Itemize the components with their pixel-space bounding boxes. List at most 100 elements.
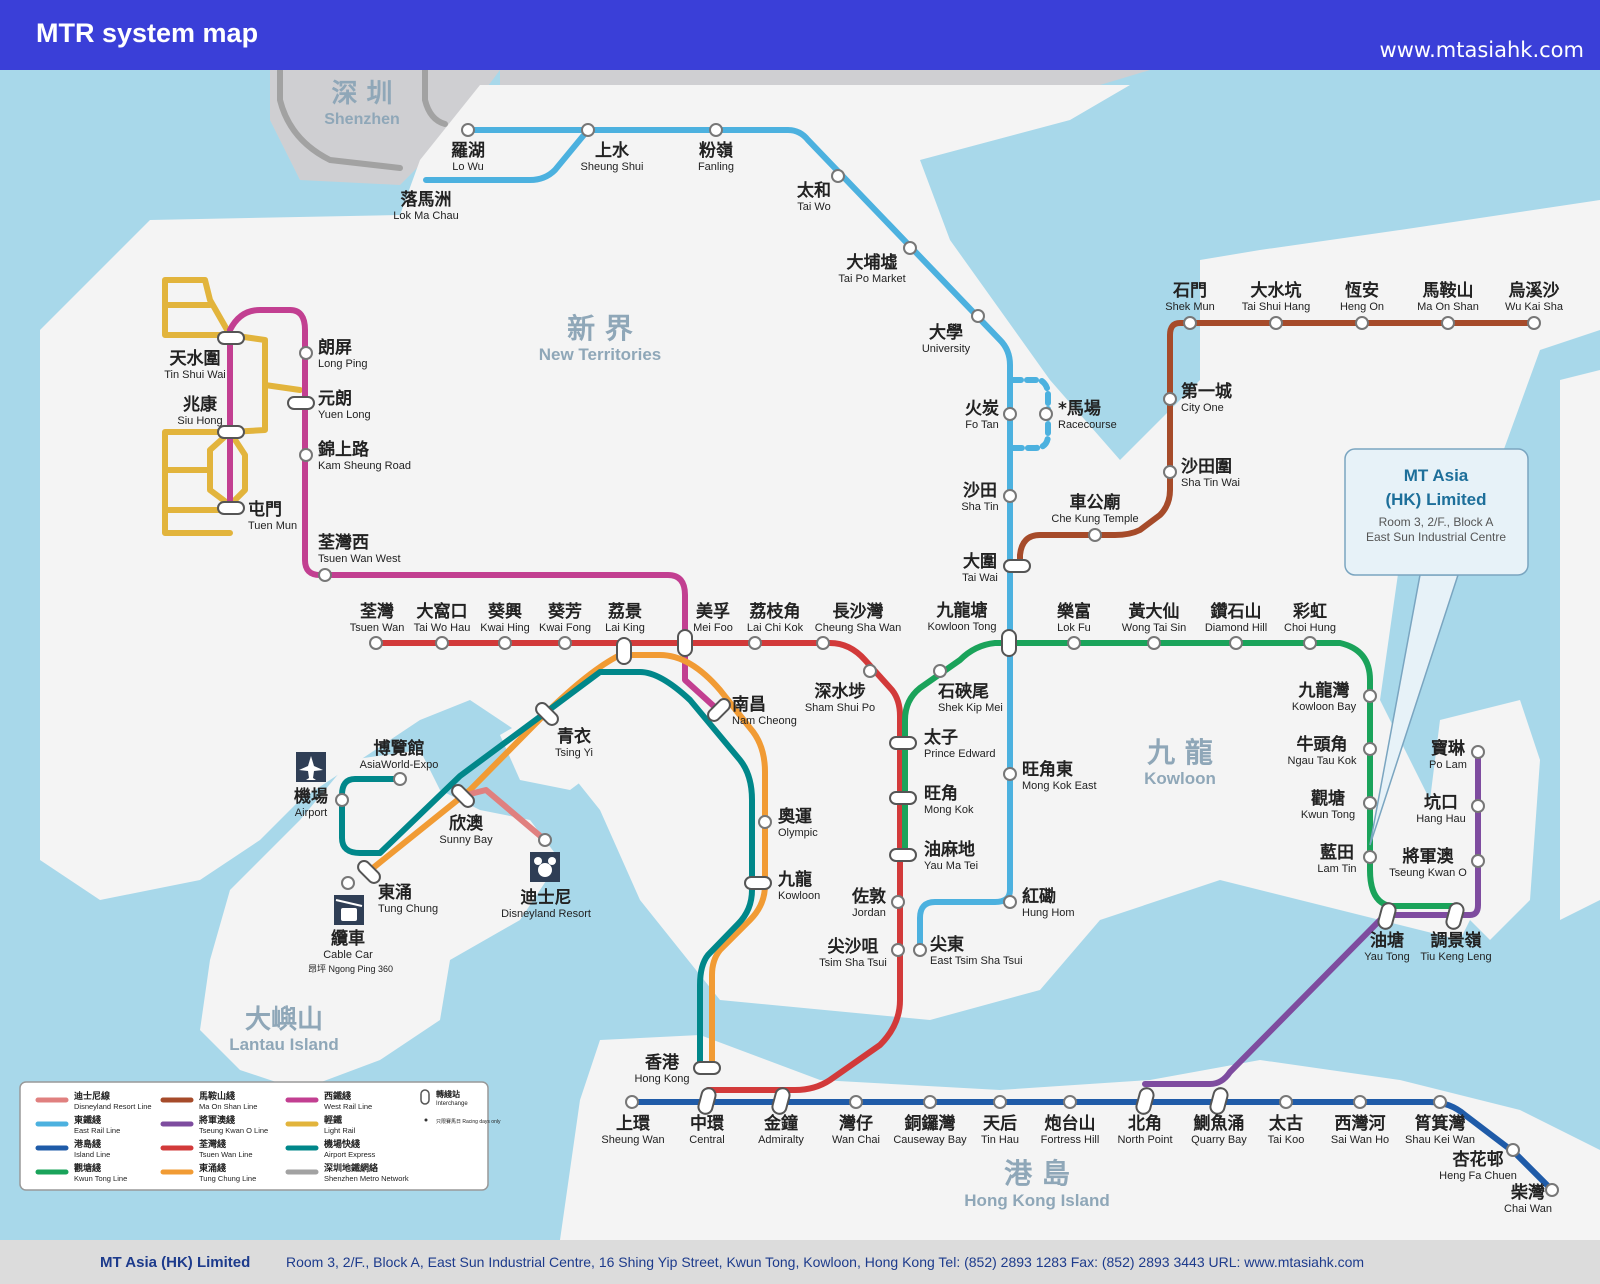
- station-dot-lok-fu[interactable]: [1067, 636, 1081, 650]
- station-dot-tai-wo[interactable]: [831, 169, 845, 183]
- station-dot-hang-hau[interactable]: [1471, 799, 1485, 813]
- station-dot-heng-fa-chuen[interactable]: [1506, 1143, 1520, 1157]
- interchange-kowloon[interactable]: [744, 876, 772, 890]
- station-dot-asiaworld[interactable]: [393, 772, 407, 786]
- interchange-tuen-mun[interactable]: [217, 501, 245, 515]
- interchange-admiralty[interactable]: [771, 1087, 791, 1116]
- station-dot-kowloon-bay[interactable]: [1363, 689, 1377, 703]
- station-dot-tai-wo-hau[interactable]: [435, 636, 449, 650]
- station-dot-cheung-sha-wan[interactable]: [816, 636, 830, 650]
- station-dot-kwun-tong[interactable]: [1363, 796, 1377, 810]
- interchange-quarry-bay[interactable]: [1209, 1087, 1229, 1116]
- station-dot-fanling[interactable]: [709, 123, 723, 137]
- station-dot-mong-kok-east[interactable]: [1003, 767, 1017, 781]
- interchange-prince-edward[interactable]: [889, 736, 917, 750]
- station-dot-kwai-hing[interactable]: [498, 636, 512, 650]
- station-dot-lai-chi-kok[interactable]: [748, 636, 762, 650]
- station-dot-jordan[interactable]: [891, 895, 905, 909]
- interchange-sunny-bay[interactable]: [450, 783, 477, 810]
- interchange-central[interactable]: [697, 1087, 717, 1116]
- station-name-zh-kowloon: 九龍: [777, 869, 812, 890]
- station-name-en-tsuen-wan: Tsuen Wan: [350, 622, 405, 634]
- interchange-tiu-keng-leng[interactable]: [1445, 902, 1465, 931]
- station-name-zh-shek-mun: 石門: [1172, 281, 1207, 301]
- station-dot-tseung-kwan-o[interactable]: [1471, 854, 1485, 868]
- station-dot-sai-wan-ho[interactable]: [1353, 1095, 1367, 1109]
- station-dot-diamond-hill[interactable]: [1229, 636, 1243, 650]
- station-dot-heng-on[interactable]: [1355, 316, 1369, 330]
- legend-label-zh: 西鐵綫: [324, 1090, 351, 1102]
- interchange-nam-cheong[interactable]: [706, 697, 733, 724]
- station-dot-fo-tan[interactable]: [1003, 407, 1017, 421]
- station-dot-olympic[interactable]: [758, 815, 772, 829]
- station-name-zh-siu-hong: 兆康: [183, 394, 218, 415]
- interchange-tin-shui-wai[interactable]: [217, 331, 245, 345]
- station-dot-chai-wan[interactable]: [1545, 1183, 1559, 1197]
- station-dot-tsuen-wan[interactable]: [369, 636, 383, 650]
- station-name-en-long-ping: Long Ping: [318, 358, 368, 370]
- station-dot-po-lam[interactable]: [1471, 745, 1485, 759]
- station-dot-causeway-bay[interactable]: [923, 1095, 937, 1109]
- station-dot-tai-koo[interactable]: [1279, 1095, 1293, 1109]
- station-name-en-choi-hung: Choi Hung: [1284, 622, 1336, 634]
- station-dot-sham-shui-po[interactable]: [863, 664, 877, 678]
- station-name-en-mei-foo: Mei Foo: [693, 622, 733, 634]
- station-dot-che-kung-temple[interactable]: [1088, 528, 1102, 542]
- station-dot-lam-tin[interactable]: [1363, 850, 1377, 864]
- station-dot-ngau-tau-kok[interactable]: [1363, 742, 1377, 756]
- station-dot-sha-tin[interactable]: [1003, 489, 1017, 503]
- station-dot-tsim-sha-tsui[interactable]: [891, 943, 905, 957]
- station-dot-city-one[interactable]: [1163, 392, 1177, 406]
- station-name-en-kam-sheung-road: Kam Sheung Road: [318, 460, 411, 472]
- station-name-en-shek-mun: Shek Mun: [1165, 301, 1215, 313]
- interchange-yau-tong[interactable]: [1377, 902, 1397, 931]
- station-name-en-lo-wu: Lo Wu: [452, 161, 484, 173]
- station-dot-ma-on-shan[interactable]: [1441, 316, 1455, 330]
- station-dot-shau-kei-wan[interactable]: [1433, 1095, 1447, 1109]
- station-dot-tai-shui-hang[interactable]: [1269, 316, 1283, 330]
- station-dot-sheung-wan[interactable]: [625, 1095, 639, 1109]
- station-dot-sha-tin-wai[interactable]: [1163, 465, 1177, 479]
- station-dot-university[interactable]: [971, 309, 985, 323]
- interchange-siu-hong[interactable]: [217, 425, 245, 439]
- station-dot-east-tst[interactable]: [913, 943, 927, 957]
- station-dot-kwai-fong[interactable]: [558, 636, 572, 650]
- station-dot-airport[interactable]: [335, 793, 349, 807]
- station-dot-lo-wu[interactable]: [461, 123, 475, 137]
- station-dot-shek-mun[interactable]: [1183, 316, 1197, 330]
- station-dot-cable-car[interactable]: [341, 876, 355, 890]
- region-nt-en: New Territories: [539, 345, 662, 364]
- station-dot-racecourse[interactable]: [1039, 407, 1053, 421]
- station-dot-wu-kai-sha[interactable]: [1527, 316, 1541, 330]
- interchange-yau-ma-tei[interactable]: [889, 848, 917, 862]
- interchange-kowloon-tong[interactable]: [1001, 629, 1017, 657]
- station-dot-choi-hung[interactable]: [1303, 636, 1317, 650]
- interchange-tsing-yi[interactable]: [534, 701, 561, 728]
- interchange-mong-kok[interactable]: [889, 791, 917, 805]
- station-dot-long-ping[interactable]: [299, 346, 313, 360]
- interchange-mei-foo[interactable]: [677, 629, 693, 657]
- legend-label-zh: 馬鞍山綫: [198, 1090, 235, 1102]
- station-dot-tsuen-wan-west[interactable]: [318, 568, 332, 582]
- station-dot-sheung-shui[interactable]: [581, 123, 595, 137]
- interchange-yuen-long[interactable]: [287, 396, 315, 410]
- station-dot-fortress-hill[interactable]: [1063, 1095, 1077, 1109]
- station-dot-disneyland[interactable]: [538, 833, 552, 847]
- station-dot-tai-po-market[interactable]: [903, 241, 917, 255]
- station-name-zh-tsing-yi: 青衣: [557, 726, 591, 747]
- station-dot-tin-hau[interactable]: [993, 1095, 1007, 1109]
- interchange-hong-kong[interactable]: [693, 1061, 721, 1075]
- station-dot-wong-tai-sin[interactable]: [1147, 636, 1161, 650]
- station-dot-hung-hom[interactable]: [1003, 895, 1017, 909]
- header-url[interactable]: www.mtasiahk.com: [1379, 38, 1584, 62]
- interchange-tai-wai[interactable]: [1003, 559, 1031, 573]
- station-dot-kam-sheung-road[interactable]: [299, 448, 313, 462]
- station-dot-wan-chai[interactable]: [849, 1095, 863, 1109]
- interchange-north-point[interactable]: [1135, 1087, 1155, 1116]
- station-name-zh-kwun-tong: 觀塘: [1311, 788, 1345, 809]
- station-name-en-kwun-tong: Kwun Tong: [1301, 809, 1355, 821]
- interchange-tung-chung[interactable]: [356, 859, 383, 886]
- station-dot-shek-kip-mei[interactable]: [933, 664, 947, 678]
- interchange-lai-king[interactable]: [616, 637, 632, 665]
